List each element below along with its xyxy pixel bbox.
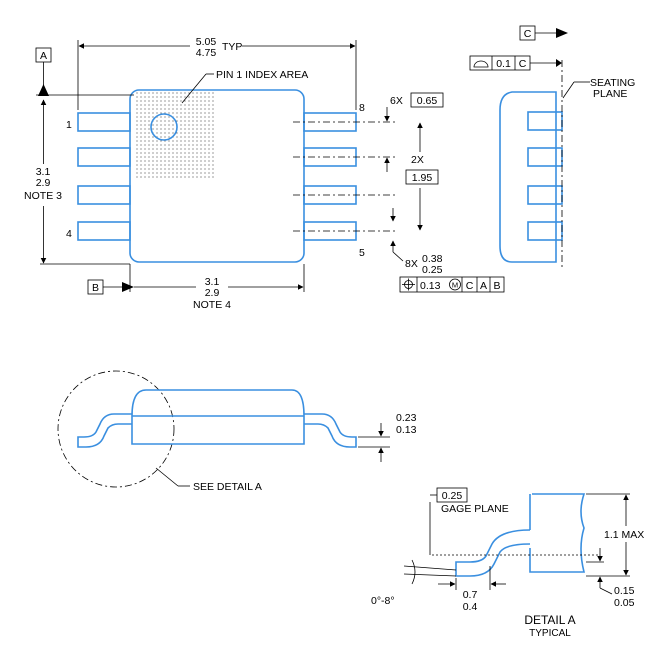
length-typ: TYP [222,41,242,53]
length-max: 5.05 [196,36,217,48]
pin-number-1: 1 [66,119,72,131]
position-datum-3: B [493,280,500,292]
span-box [405,169,439,185]
package-body-top [129,89,305,263]
lead-left-1 [77,112,131,132]
lead-profile-right [304,413,357,448]
datum-b-label: B [92,282,99,294]
lead-count: 8X [405,258,418,270]
standoff-max: 0.15 [614,585,635,597]
seating-plane-line1: SEATING [590,77,635,89]
lead-profile-left [77,413,132,448]
height-min: 2.9 [36,177,51,189]
width-note: NOTE 4 [193,299,231,311]
side-view: C 0.1 C SEATING PLANE [469,25,635,270]
datum-a-label: A [40,50,47,62]
position-datum-2: A [480,280,487,292]
mmc-symbol: M [452,280,458,289]
standoff-min: 0.05 [614,597,635,609]
detail-a: 0.25 GAGE PLANE 1.1 MAX 0.15 0.05 0°-8° … [371,487,644,639]
height-max: 3.1 [36,166,51,178]
detail-circle [57,370,175,488]
position-tolerance-value: 0.13 [420,280,441,292]
position-tolerance-frame [399,276,505,293]
flatness-datum: C [519,58,527,70]
lead-left-3 [77,185,131,205]
foot-min: 0.4 [463,601,478,613]
detail-body [529,493,586,573]
pin1-dimple [150,113,178,141]
angle-label: 0°-8° [371,595,395,607]
seating-plane-line2: PLANE [593,88,627,100]
gage-plane-label: GAGE PLANE [441,503,509,515]
pitch-count: 6X [390,95,403,107]
lead-width-max: 0.38 [422,253,443,265]
pin-number-4: 4 [66,228,72,240]
pin-number-8: 8 [359,102,365,114]
package-body-side [499,91,557,263]
flatness-icon [473,60,489,68]
foot-max: 0.7 [463,589,478,601]
pitch-value: 0.65 [417,95,438,107]
flatness-value: 0.1 [496,58,511,70]
width-max: 3.1 [205,276,220,288]
thickness-max: 0.23 [396,412,417,424]
pin-number-5: 5 [359,247,365,259]
top-view: A 5.05 4.75 TYP PIN 1 INDEX AREA 1 4 8 5… [24,36,505,311]
detail-title: DETAIL A [524,613,575,627]
lead-left-4 [77,221,131,241]
position-datum-1: C [466,280,474,292]
detail-subtitle: TYPICAL [529,628,571,639]
thickness-min: 0.13 [396,424,417,436]
front-view: 0.23 0.13 SEE DETAIL A [57,370,417,493]
pitch-box [410,92,444,108]
detail-height-max: 1.1 MAX [604,529,644,541]
height-note: NOTE 3 [24,190,62,202]
gage-value: 0.25 [442,490,463,502]
see-detail-label: SEE DETAIL A [193,481,262,493]
span-value: 1.95 [412,172,433,184]
pin1-index-label: PIN 1 INDEX AREA [216,69,308,81]
width-min: 2.9 [205,287,220,299]
lead-width-min: 0.25 [422,264,443,276]
span-count: 2X [411,154,424,166]
length-min: 4.75 [196,47,217,59]
lead-left-2 [77,147,131,167]
package-body-front [131,389,305,445]
datum-c-label: C [524,28,532,40]
